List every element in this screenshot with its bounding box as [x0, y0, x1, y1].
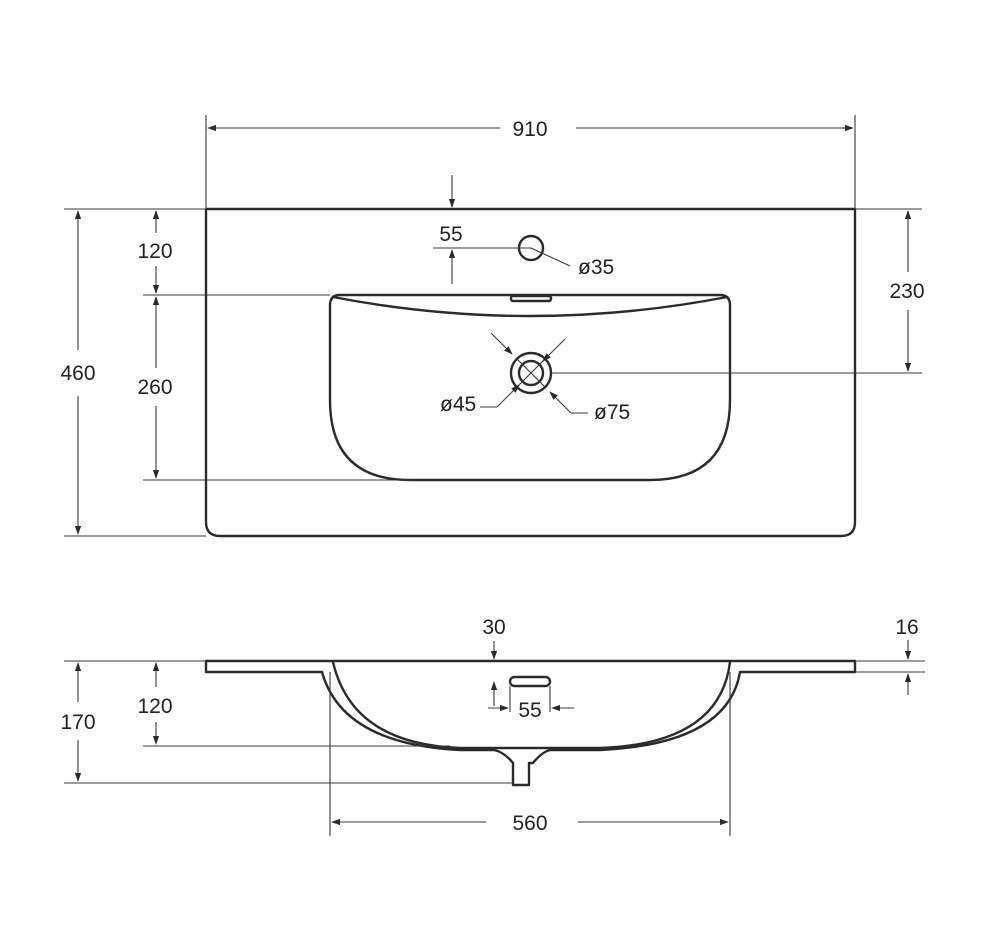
bowl-depth-label: 260: [137, 376, 172, 399]
bowl-height-label: 120: [137, 695, 172, 718]
drain-inner-leader: [542, 338, 566, 362]
side-view: 30 16 55 120 170 560: [60, 616, 925, 836]
rim-thickness-label: 16: [895, 616, 918, 639]
tap-hole-offset-label: 55: [439, 223, 462, 246]
bowl-rim-curve: [331, 295, 729, 318]
drain-outer-leader: [490, 332, 513, 355]
drain-outer-leader-2: [549, 391, 572, 414]
bowl-outline: [328, 293, 732, 482]
side-section-outline: [204, 659, 857, 787]
back-to-drain-label: 230: [889, 280, 924, 303]
drain-inner: [517, 359, 545, 387]
overall-width-label: 910: [512, 118, 547, 141]
tap-hole-leader: [530, 247, 571, 267]
overall-depth-label: 460: [60, 362, 95, 385]
side-overflow-slot: [508, 675, 552, 688]
drain-inner-leader-2: [496, 384, 520, 408]
overflow-from-rim-label: 30: [482, 616, 505, 639]
overflow-width-label: 55: [518, 699, 541, 722]
tap-hole-diameter-label: ø35: [578, 256, 614, 279]
countertop-outline: [204, 207, 857, 538]
bowl-width-label: 560: [512, 812, 547, 835]
drain-outer-diameter-label: ø75: [594, 401, 630, 424]
back-to-bowl-label: 120: [137, 240, 172, 263]
drain-inner-diameter-label: ø45: [440, 393, 476, 416]
top-view: ø35 ø75 ø45 910 460 120 26: [60, 115, 925, 538]
side-bowl-inner: [331, 660, 732, 750]
overflow-slot: [509, 294, 553, 303]
total-height-label: 170: [60, 711, 95, 734]
